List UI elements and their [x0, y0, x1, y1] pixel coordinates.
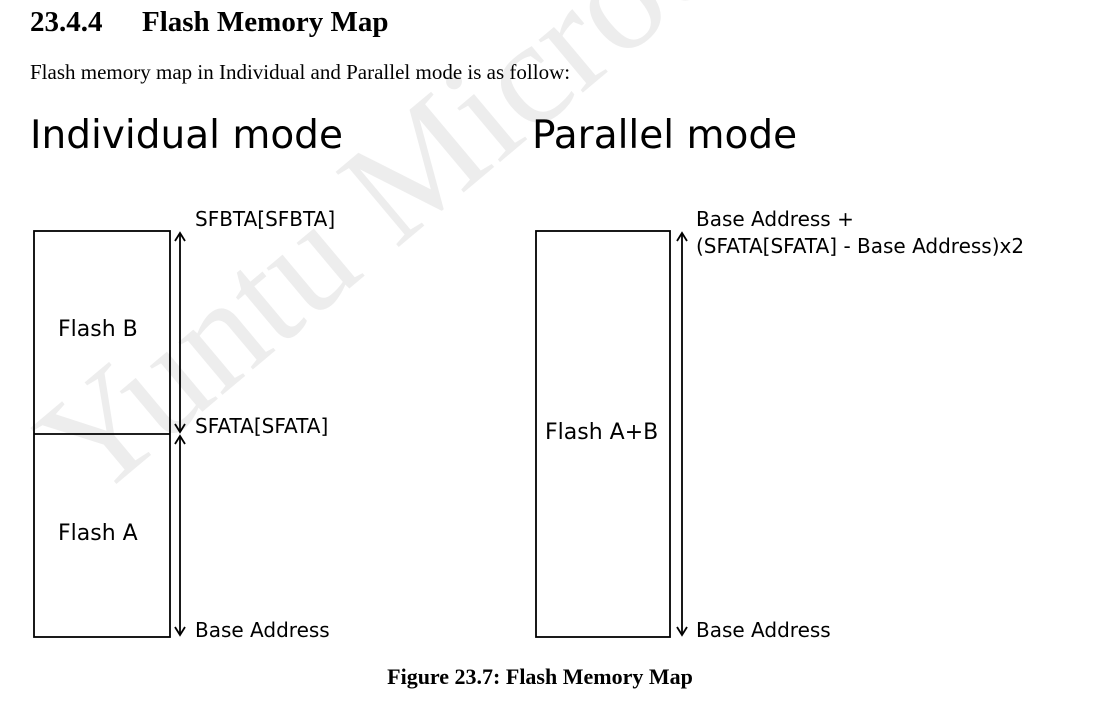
parallel-mode-title: Parallel mode [532, 113, 798, 158]
section-heading: 23.4.4 Flash Memory Map [30, 6, 388, 39]
section-number: 23.4.4 [30, 6, 103, 38]
flash-a-label: Flash A [58, 521, 138, 546]
individual-mode-title: Individual mode [30, 113, 343, 158]
individual-base-address-label: Base Address [195, 618, 330, 642]
parallel-top-address-line2: (SFATA[SFATA] - Base Address)x2 [696, 234, 1025, 258]
parallel-base-address-label: Base Address [696, 618, 831, 642]
figure-caption: Figure 23.7: Flash Memory Map [387, 664, 693, 689]
flash-b-label: Flash B [58, 317, 138, 342]
flash-ab-label: Flash A+B [545, 420, 659, 445]
parallel-memory-box [535, 230, 671, 638]
sfata-address-label: SFATA[SFATA] [195, 414, 329, 438]
intro-paragraph: Flash memory map in Individual and Paral… [30, 60, 571, 84]
parallel-top-address-line1: Base Address + [696, 207, 854, 231]
section-title: Flash Memory Map [142, 6, 389, 38]
sfbta-address-label: SFBTA[SFBTA] [195, 207, 336, 231]
